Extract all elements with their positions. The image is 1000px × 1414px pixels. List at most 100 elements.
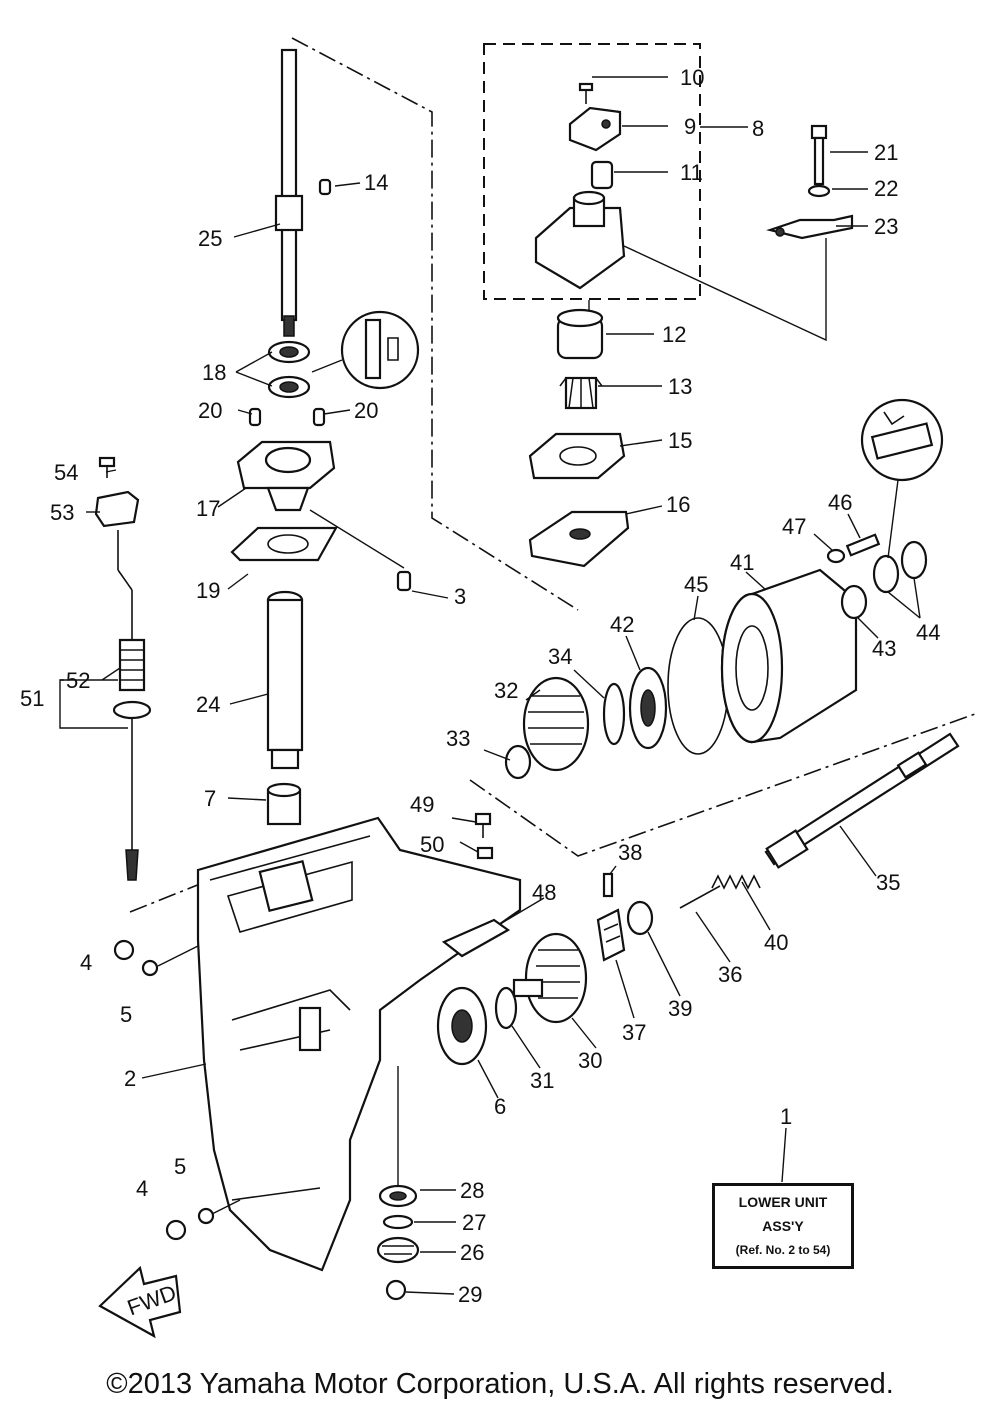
callout-23: 23 (874, 214, 898, 239)
callout-10: 10 (680, 65, 704, 90)
callout-17: 17 (196, 496, 220, 521)
callout-42: 42 (610, 612, 634, 637)
shift-rod-lever (94, 490, 140, 528)
callout-26: 26 (460, 1240, 484, 1265)
callout-9: 9 (684, 114, 696, 139)
pump-arm (766, 214, 854, 240)
callout-19: 19 (196, 578, 220, 603)
shift-rod-screw (98, 456, 116, 478)
callout-6: 6 (494, 1094, 506, 1119)
callout-15: 15 (668, 428, 692, 453)
dog-clutch (596, 908, 626, 962)
callout-3: 3 (454, 584, 466, 609)
gasket-50 (476, 846, 494, 860)
assembly-label-line3: (Ref. No. 2 to 54) (735, 1243, 831, 1257)
lower-casing (196, 816, 522, 1272)
callout-51: 51 (20, 686, 44, 711)
o-ring (667, 617, 729, 755)
callout-5-lower: 5 (174, 1154, 186, 1179)
callout-46: 46 (828, 490, 852, 515)
callout-39: 39 (668, 996, 692, 1021)
drive-shaft-bearings (267, 340, 311, 399)
callout-31: 31 (530, 1068, 554, 1093)
callout-43: 43 (872, 636, 896, 661)
callout-28: 28 (460, 1178, 484, 1203)
callout-36: 36 (718, 962, 742, 987)
callout-34: 34 (548, 644, 572, 669)
housing-bolt (845, 533, 881, 557)
callout-4-lower: 4 (136, 1176, 148, 1201)
bolt (810, 124, 828, 186)
cross-pin (602, 872, 614, 898)
impeller (559, 376, 603, 410)
callout-22: 22 (874, 176, 898, 201)
callout-41: 41 (730, 550, 754, 575)
drive-shaft-tube (266, 590, 304, 770)
callout-32: 32 (494, 678, 518, 703)
screw-4-upper (113, 939, 135, 961)
dowel-pin-left (248, 407, 262, 427)
compression-spring (711, 874, 761, 890)
outer-plate-gasket (528, 432, 626, 480)
callout-24: 24 (196, 692, 220, 717)
housing-washer (826, 548, 846, 564)
callout-54: 54 (54, 460, 78, 485)
callout-2: 2 (124, 1066, 136, 1091)
pinion-shim (382, 1214, 414, 1230)
shim-31 (494, 986, 518, 1030)
drive-shaft (274, 48, 304, 337)
callout-4-upper: 4 (80, 950, 92, 975)
callout-numbers: 1 2 3 4 4 5 5 6 7 8 9 10 11 12 13 14 15 … (20, 65, 940, 1307)
oil-seal-43 (840, 584, 868, 620)
reverse-gear (522, 676, 590, 772)
ball-bearing (436, 986, 488, 1066)
reference-line-drive-shaft (291, 37, 579, 611)
water-pump-kit-box (483, 43, 701, 300)
reference-line-propeller-shaft (469, 713, 976, 857)
oil-seals-44 (872, 540, 928, 594)
callout-21: 21 (874, 140, 898, 165)
callout-18: 18 (202, 360, 226, 385)
callout-33: 33 (446, 726, 470, 751)
pump-screw (578, 82, 594, 104)
callout-1: 1 (780, 1104, 792, 1129)
washer (807, 184, 831, 198)
callout-7: 7 (204, 786, 216, 811)
assembly-label-line2: ASS'Y (762, 1218, 804, 1234)
fwd-arrow: FWD (98, 1265, 182, 1339)
callout-14: 14 (364, 170, 388, 195)
callout-20-right: 20 (354, 398, 378, 423)
callout-49: 49 (410, 792, 434, 817)
pinion-bearing (378, 1184, 418, 1208)
pump-cover-plate (568, 106, 622, 152)
pump-housing (534, 190, 626, 290)
callout-44: 44 (916, 620, 940, 645)
housing-gasket (230, 526, 338, 562)
seal-detail-circle (311, 310, 420, 390)
callout-38: 38 (618, 840, 642, 865)
callout-53: 53 (50, 500, 74, 525)
dowel-pin-right (312, 407, 326, 427)
callout-52: 52 (66, 668, 90, 693)
pump-insert-cartridge (590, 160, 614, 190)
shim-34 (602, 682, 626, 746)
assembly-label-line1: LOWER UNIT (738, 1194, 828, 1210)
assembly-label-box: LOWER UNIT ASS'Y (Ref. No. 2 to 54) (712, 1183, 854, 1269)
callout-20-left: 20 (198, 398, 222, 423)
callout-13: 13 (668, 374, 692, 399)
spring-clip (626, 900, 654, 936)
seal-detail-circle-right (860, 398, 944, 559)
callout-48: 48 (532, 880, 556, 905)
shift-plunger (679, 885, 721, 909)
pinion-gear (376, 1236, 420, 1264)
dowel-pin-3 (396, 570, 412, 592)
reference-line-shift-rod (129, 879, 211, 913)
callout-47: 47 (782, 514, 806, 539)
propeller-shaft (764, 732, 960, 869)
bearing-housing (720, 568, 858, 744)
reverse-bearing (628, 666, 668, 750)
pinion-nut (385, 1279, 407, 1301)
callout-12: 12 (662, 322, 686, 347)
callout-29: 29 (458, 1282, 482, 1307)
callout-8: 8 (752, 116, 764, 141)
